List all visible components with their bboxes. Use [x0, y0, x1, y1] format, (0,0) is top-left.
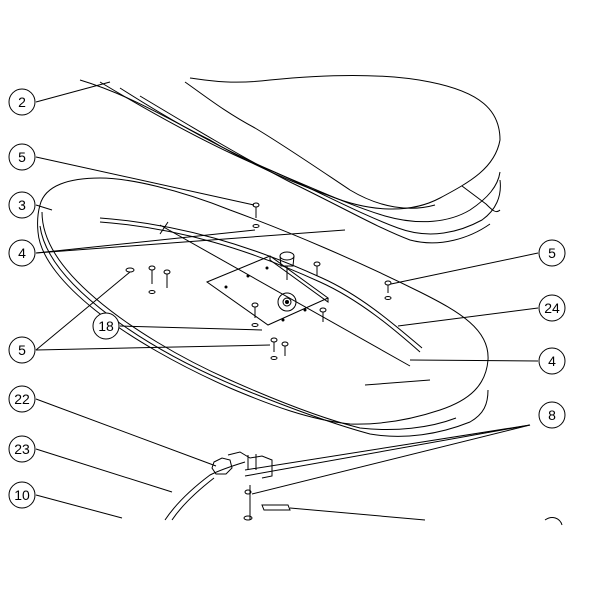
callout-label: 4 — [18, 245, 26, 261]
callout-4: 4 — [538, 347, 566, 375]
callout-label: 22 — [14, 391, 30, 407]
callout-label: 18 — [98, 318, 114, 334]
callout-5: 5 — [8, 336, 36, 364]
leader-lines — [35, 81, 539, 519]
callout-label: 8 — [548, 407, 556, 423]
callout-10: 10 — [8, 481, 36, 509]
callouts: 2 5 3 4 5 24 18 5 — [8, 88, 566, 509]
callout-label: 4 — [548, 353, 556, 369]
callout-label: 5 — [18, 342, 26, 358]
callout-label: 24 — [544, 300, 560, 316]
lower-assembly — [164, 424, 563, 526]
callout-5: 5 — [538, 239, 566, 267]
mount-plate — [205, 255, 329, 326]
callout-label: 5 — [18, 149, 26, 165]
callout-label: 23 — [14, 441, 30, 457]
callout-label: 2 — [18, 94, 26, 110]
callout-3: 3 — [8, 191, 36, 219]
knob — [279, 251, 295, 280]
callout-label: 3 — [18, 197, 26, 213]
callout-5: 5 — [8, 143, 36, 171]
board — [37, 177, 489, 437]
callout-2: 2 — [8, 88, 36, 116]
cushion — [79, 74, 501, 244]
callout-4: 4 — [8, 239, 36, 267]
callout-24: 24 — [538, 294, 566, 322]
callout-8: 8 — [538, 401, 566, 429]
callout-18: 18 — [92, 312, 120, 340]
callout-22: 22 — [8, 385, 36, 413]
callout-label: 10 — [14, 487, 30, 503]
callout-23: 23 — [8, 435, 36, 463]
callout-label: 5 — [548, 245, 556, 261]
